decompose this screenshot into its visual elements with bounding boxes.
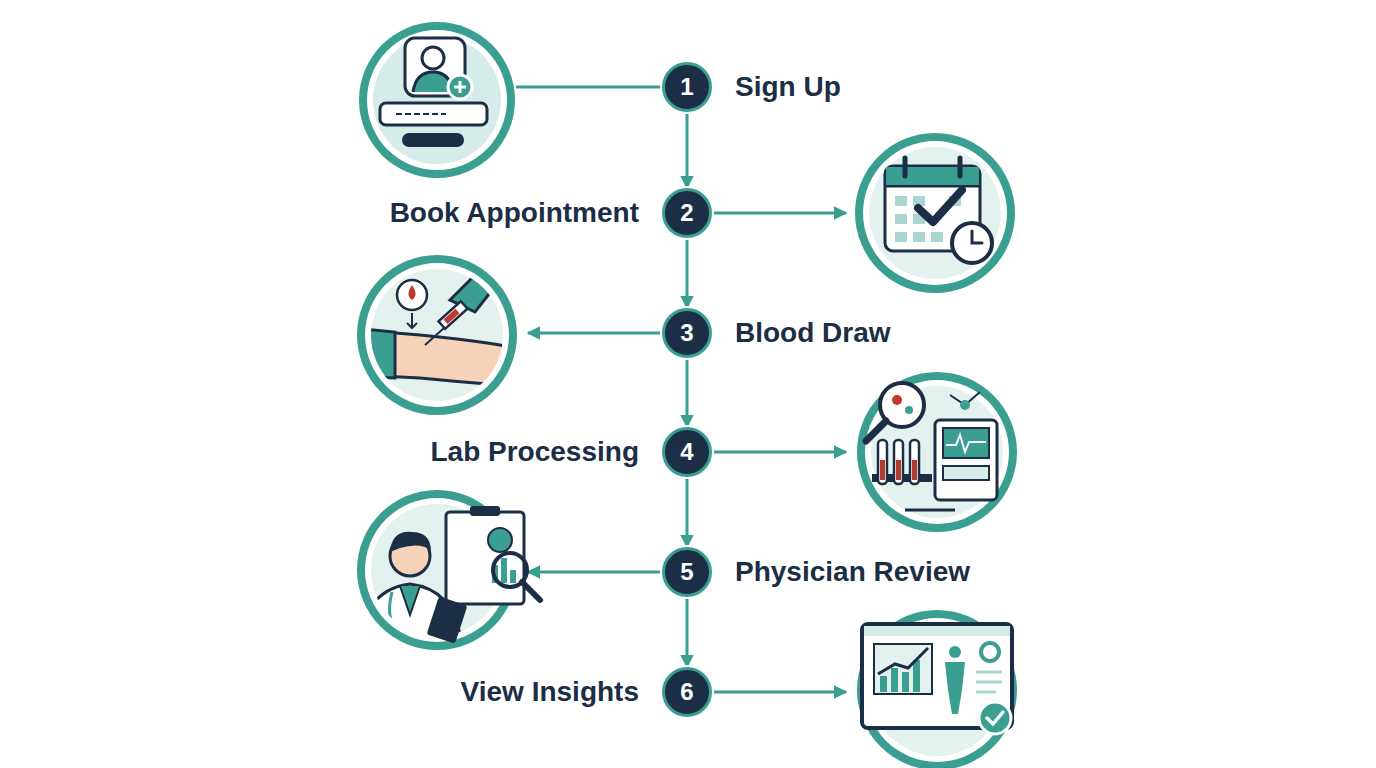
tie: [400, 586, 420, 615]
submit-bar: [402, 133, 464, 147]
sleeve: [350, 328, 395, 378]
icon-face: [367, 30, 507, 170]
donut: [981, 643, 999, 661]
icon-ring: [359, 22, 515, 178]
leader-arrow: [712, 451, 846, 454]
icon-ring: [857, 372, 1017, 532]
stethoscope: [390, 592, 398, 630]
leader-line: [516, 86, 662, 89]
plus-sign: [454, 81, 466, 93]
icon-fill: [373, 36, 501, 164]
trend-line: [878, 648, 928, 674]
monitor-bar: [864, 626, 1010, 636]
flow-arrow: [686, 358, 689, 427]
step-circle: 5Physician Review: [662, 547, 712, 597]
step-circle: 6View Insights: [662, 667, 712, 717]
flow-arrow: [686, 477, 689, 547]
analyzer-keys: [943, 466, 989, 480]
analyzer-screen: [943, 428, 989, 458]
avatar-frame: [405, 38, 465, 96]
figure-head: [949, 646, 961, 658]
clipboard: [446, 512, 524, 604]
check-mark: [987, 712, 1003, 724]
step-number: 1: [680, 75, 693, 99]
leader-arrow: [528, 332, 662, 335]
pulse-line: [946, 435, 986, 452]
blood-draw-icon: [350, 255, 520, 415]
step-circle: 1Sign Up: [662, 62, 712, 112]
tube-samples: [880, 460, 917, 480]
magnifier-handle: [866, 421, 886, 441]
step-circle: 2Book Appointment: [662, 188, 712, 238]
plus-badge: [448, 75, 472, 99]
step-circle: 4Lab Processing: [662, 427, 712, 477]
checkmark: [918, 190, 962, 222]
blood-drop: [409, 285, 416, 300]
cell: [905, 406, 913, 414]
step-number: 3: [680, 321, 693, 345]
avatar-head: [422, 47, 444, 69]
icon-face: [863, 141, 1007, 285]
leader-arrow: [712, 691, 846, 694]
calendar-icon: [855, 133, 1015, 293]
tablet: [427, 596, 468, 643]
clock-hands: [972, 231, 982, 243]
calendar-rings: [905, 158, 960, 176]
check-badge: [979, 702, 1011, 734]
calendar-band: [886, 167, 979, 185]
step-number: 6: [680, 680, 693, 704]
text-lines: [976, 672, 1002, 692]
syringe: [439, 301, 468, 329]
signup-icon: [359, 22, 515, 178]
step-number: 2: [680, 201, 693, 225]
flow-arrow: [686, 112, 689, 188]
step-name: View Insights: [461, 677, 639, 708]
drop-arrow: [407, 313, 417, 328]
icon-ring: [855, 133, 1015, 293]
leader-arrow: [528, 571, 662, 574]
icon-leaders: [516, 87, 846, 692]
step-name: Lab Processing: [430, 437, 639, 468]
molecule-atom: [960, 400, 970, 410]
flow-arrow: [686, 597, 689, 667]
input-dashes: [396, 113, 446, 115]
magnifier-handle: [522, 582, 540, 600]
analyzer: [935, 420, 997, 500]
lab-icon: [857, 372, 1017, 532]
clock: [952, 223, 992, 263]
icon-ring: [857, 610, 1017, 768]
step-name: Physician Review: [735, 557, 970, 588]
step-name: Sign Up: [735, 72, 841, 103]
syringe-blood: [444, 309, 460, 324]
input-field: [380, 103, 487, 125]
icon-face: [865, 380, 1009, 524]
insights-icon: [857, 610, 1017, 768]
step-number: 4: [680, 440, 693, 464]
doctor-hair: [390, 532, 431, 552]
pipette: [905, 509, 955, 512]
physician-icon: [357, 490, 540, 650]
pie-chart: [488, 528, 512, 552]
body-figure: [945, 662, 965, 714]
flow-arrow: [686, 238, 689, 308]
drop-badge: [397, 280, 427, 310]
chart-panel: [874, 644, 932, 694]
test-tubes: [878, 440, 919, 484]
step-name: Book Appointment: [390, 198, 639, 229]
step-number: 5: [680, 560, 693, 584]
cell: [892, 395, 902, 405]
step-name: Blood Draw: [735, 318, 891, 349]
step-circle: 3Blood Draw: [662, 308, 712, 358]
clipboard-clip: [470, 506, 500, 516]
icon-fill: [869, 147, 1001, 279]
leader-arrow: [712, 212, 846, 215]
